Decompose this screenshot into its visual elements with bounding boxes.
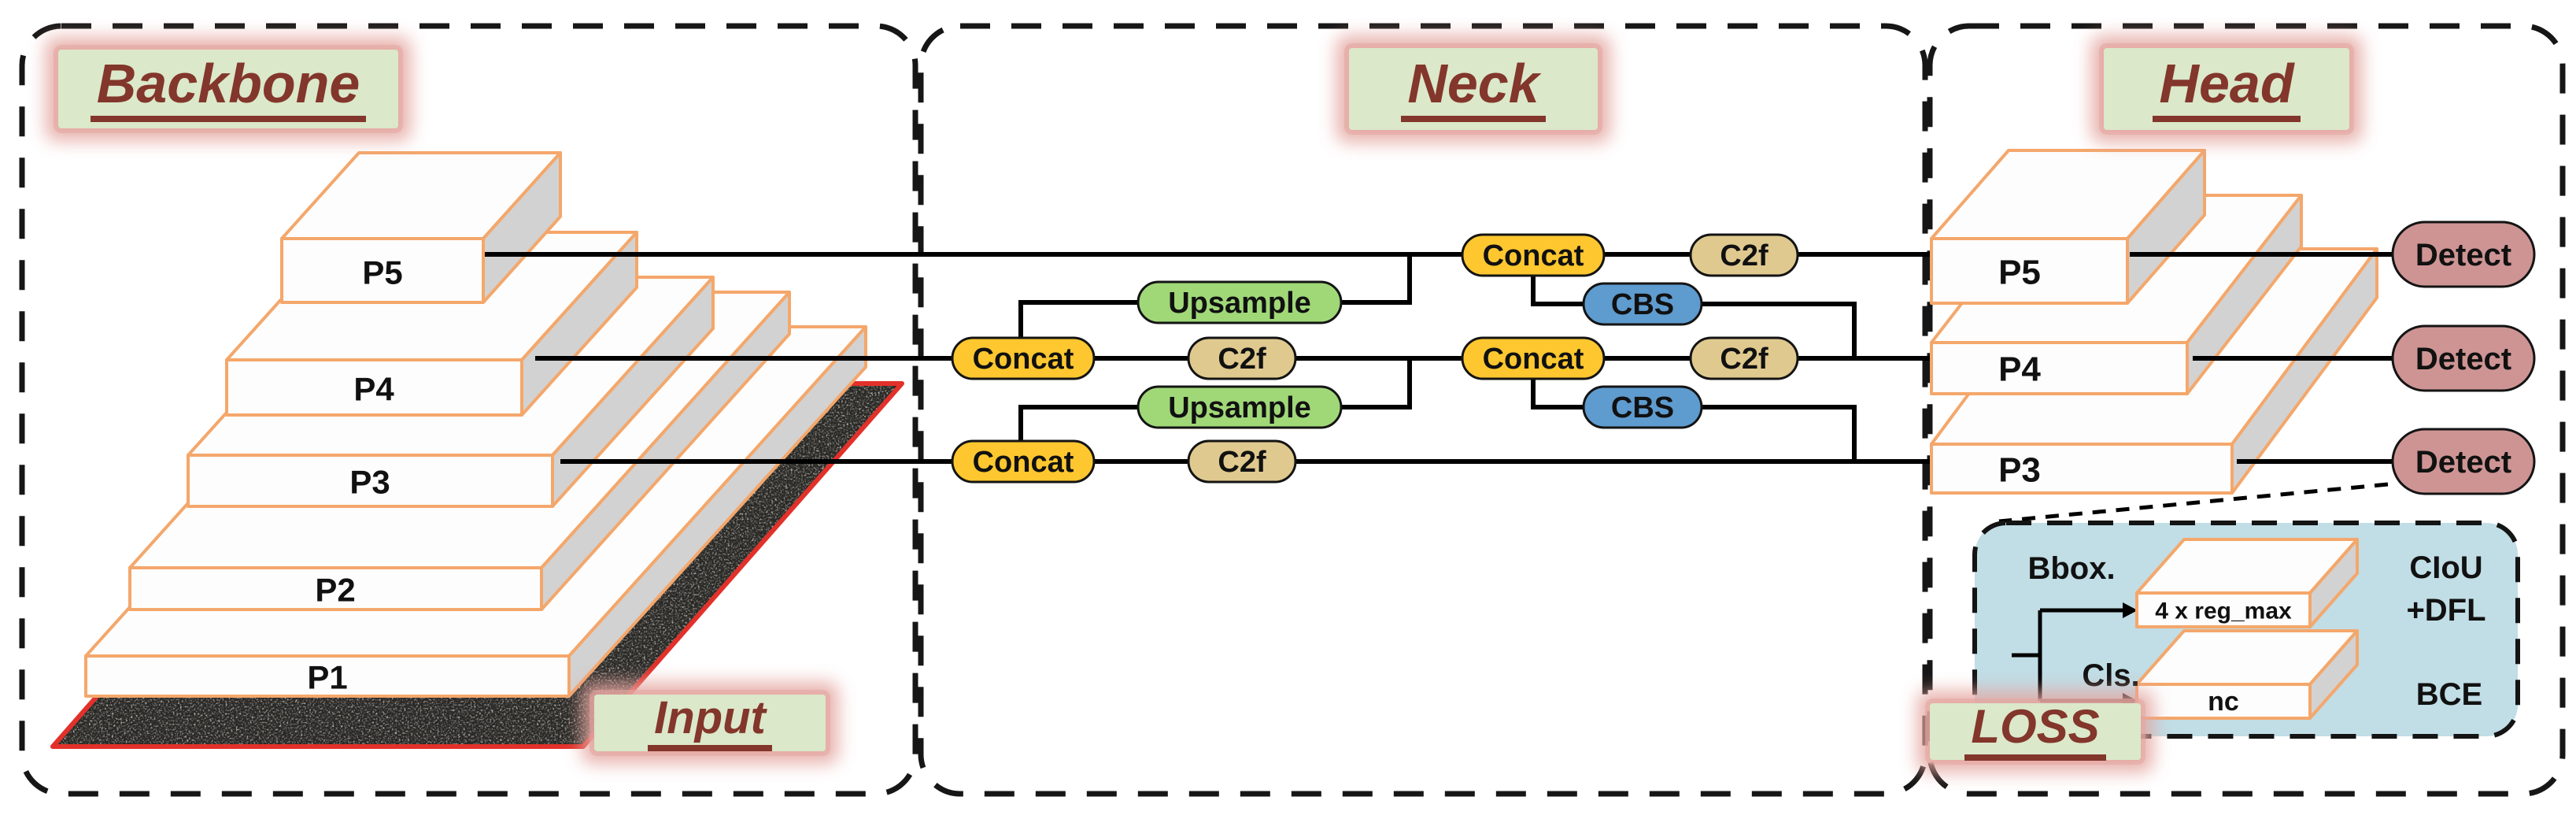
input-title-text: Input [648, 695, 772, 752]
loss-fork-lines [2012, 608, 2123, 703]
input-plane-title: Input [594, 695, 826, 752]
bbox-branch-label: Bbox. [2027, 551, 2115, 586]
concat-block-p4-fpn [951, 336, 1096, 380]
head-title-text: Head [2153, 55, 2301, 123]
c2f-block-p4-fpn [1187, 336, 1297, 380]
p4-to-upsample2-line [1341, 358, 1412, 410]
loss-inset: Bbox. Cls. 4 x reg_max nc CIoU +DFL BCE [1972, 482, 2520, 739]
cbs-label: CBS [1611, 391, 1674, 424]
c2f-block-p4-out [1689, 336, 1799, 380]
c2f-label: C2f [1218, 343, 1266, 376]
detect-block-p3 [2391, 428, 2536, 495]
head-panel [1927, 23, 2566, 797]
neck-title-text: Neck [1401, 55, 1546, 123]
cbs1-to-concat-line [1531, 276, 1584, 306]
upsample2-to-concat-line [1018, 405, 1138, 441]
p5-to-upsample1-line [1341, 254, 1412, 305]
slab-label-p1: P1 [307, 659, 347, 696]
slab-label-p2: P2 [315, 572, 355, 609]
c2f-label: C2f [1218, 446, 1266, 479]
c2f-label: C2f [1720, 239, 1768, 272]
backbone-pyramid: P5 P4 P3 P2 P1 [84, 151, 867, 698]
bbox-arrowhead-icon [2123, 602, 2138, 618]
slab-label-p3: P3 [349, 464, 390, 501]
c2f-block-p3-out [1187, 439, 1297, 484]
head-pyramid: P5 P4 P3 [1930, 149, 2393, 495]
backbone-title-text: Backbone [90, 55, 367, 123]
concat-label: Concat [1483, 343, 1584, 376]
cbs-block-1 [1582, 282, 1703, 326]
detect-label: Detect [2415, 342, 2511, 376]
detect-block-p5 [2391, 220, 2536, 288]
head-label-p4: P4 [1998, 350, 2041, 389]
backbone-section-title: Backbone [58, 50, 398, 128]
reg-max-label: 4 x reg_max [2155, 598, 2292, 624]
slab-head-p5 [1930, 149, 2206, 305]
head-section-title: Head [2104, 48, 2349, 130]
upsample-block-1 [1136, 280, 1343, 324]
neck-panel [918, 23, 1928, 797]
bbox-loss-label-line2: +DFL [2406, 593, 2485, 628]
concat-label: Concat [973, 446, 1074, 479]
c2f-block-p5-out [1689, 233, 1799, 277]
detect-block-p4 [2391, 324, 2536, 392]
concat-block-p5-pan [1461, 233, 1606, 277]
upsample-label: Upsample [1168, 391, 1311, 424]
cbs-label: CBS [1611, 288, 1674, 321]
cls-loss-label: BCE [2416, 677, 2482, 712]
detect-to-loss-connector [1998, 482, 2389, 524]
detect-label: Detect [2415, 445, 2511, 480]
nc-label: nc [2208, 687, 2239, 717]
nc-slab [2135, 629, 2359, 720]
detect-blocks: Detect Detect Detect [2391, 220, 2536, 495]
neck-blocks: Concat C2f Upsample Upsample Concat C2f … [951, 233, 1799, 484]
loss-title-text: LOSS [1964, 702, 2106, 762]
loss-section-title: LOSS [1930, 702, 2141, 762]
head-label-p3: P3 [1998, 451, 2041, 490]
concat-block-p3-fpn [951, 439, 1096, 484]
slab-label-p4: P4 [353, 371, 394, 408]
c2f-label: C2f [1720, 343, 1768, 376]
neck-section-title: Neck [1349, 48, 1598, 130]
cbs-block-2 [1582, 385, 1703, 429]
head-label-p5: P5 [1998, 254, 2041, 292]
upsample1-to-concat-line [1018, 300, 1138, 338]
bbox-loss-label-line1: CIoU [2409, 550, 2482, 585]
cbs2-to-concat-line [1531, 379, 1584, 410]
concat-label: Concat [973, 343, 1074, 376]
cls-branch-label: Cls. [2082, 658, 2139, 693]
slab-label-p5: P5 [362, 254, 402, 291]
concat-block-p4-pan [1461, 336, 1606, 380]
reg-max-slab [2135, 538, 2359, 628]
upsample-label: Upsample [1168, 287, 1311, 320]
p4out-to-cbs1-line [1702, 302, 1857, 358]
slab-backbone-p5 [280, 151, 562, 304]
detect-label: Detect [2415, 238, 2511, 272]
upsample-block-2 [1136, 385, 1343, 429]
concat-label: Concat [1483, 239, 1584, 272]
flow-lines [485, 252, 1936, 464]
p3out-to-cbs2-line [1702, 405, 1857, 461]
